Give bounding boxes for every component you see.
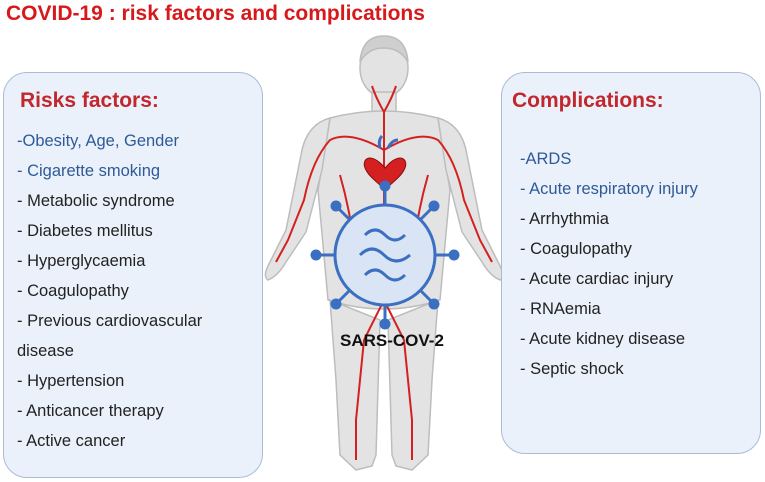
human-body-icon [264,35,504,471]
risk-factor-item: - Active cancer [17,432,126,450]
risk-factor-item: - Anticancer therapy [17,402,164,420]
complication-item: - Acute respiratory injury [520,180,698,198]
virus-label: SARS-COV-2 [340,331,444,350]
risk-factors-heading: Risks factors: [20,89,159,112]
complication-item: - Acute kidney disease [520,330,686,348]
risk-factor-item: - Hypertension [17,372,125,390]
risk-factor-item: - Diabetes mellitus [17,222,153,240]
risk-factor-item: - Coagulopathy [17,282,129,300]
risk-factor-item: - Metabolic syndrome [17,192,175,210]
complication-item: - Septic shock [520,360,624,378]
complication-item: - Coagulopathy [520,240,632,258]
risk-factor-item: -Obesity, Age, Gender [17,132,180,150]
complication-item: - Acute cardiac injury [520,270,674,288]
risk-factor-item: - Previous cardiovascular [17,312,203,330]
complication-item: -ARDS [520,150,572,168]
complications-heading: Complications: [512,89,664,112]
complication-item: - Arrhythmia [520,210,609,228]
complication-item: - RNAemia [520,300,601,318]
virus-icon [310,180,460,330]
risk-factor-item: - Hyperglycaemia [17,252,146,270]
risk-factor-item: disease [17,342,74,360]
risk-factors-panel: Risks factors: -Obesity, Age, Gender - C… [3,72,263,478]
page-title: COVID-19 : risk factors and complication… [6,2,425,25]
complications-panel: Complications: -ARDS - Acute respiratory… [501,72,761,454]
risk-factor-item: - Cigarette smoking [17,162,161,180]
